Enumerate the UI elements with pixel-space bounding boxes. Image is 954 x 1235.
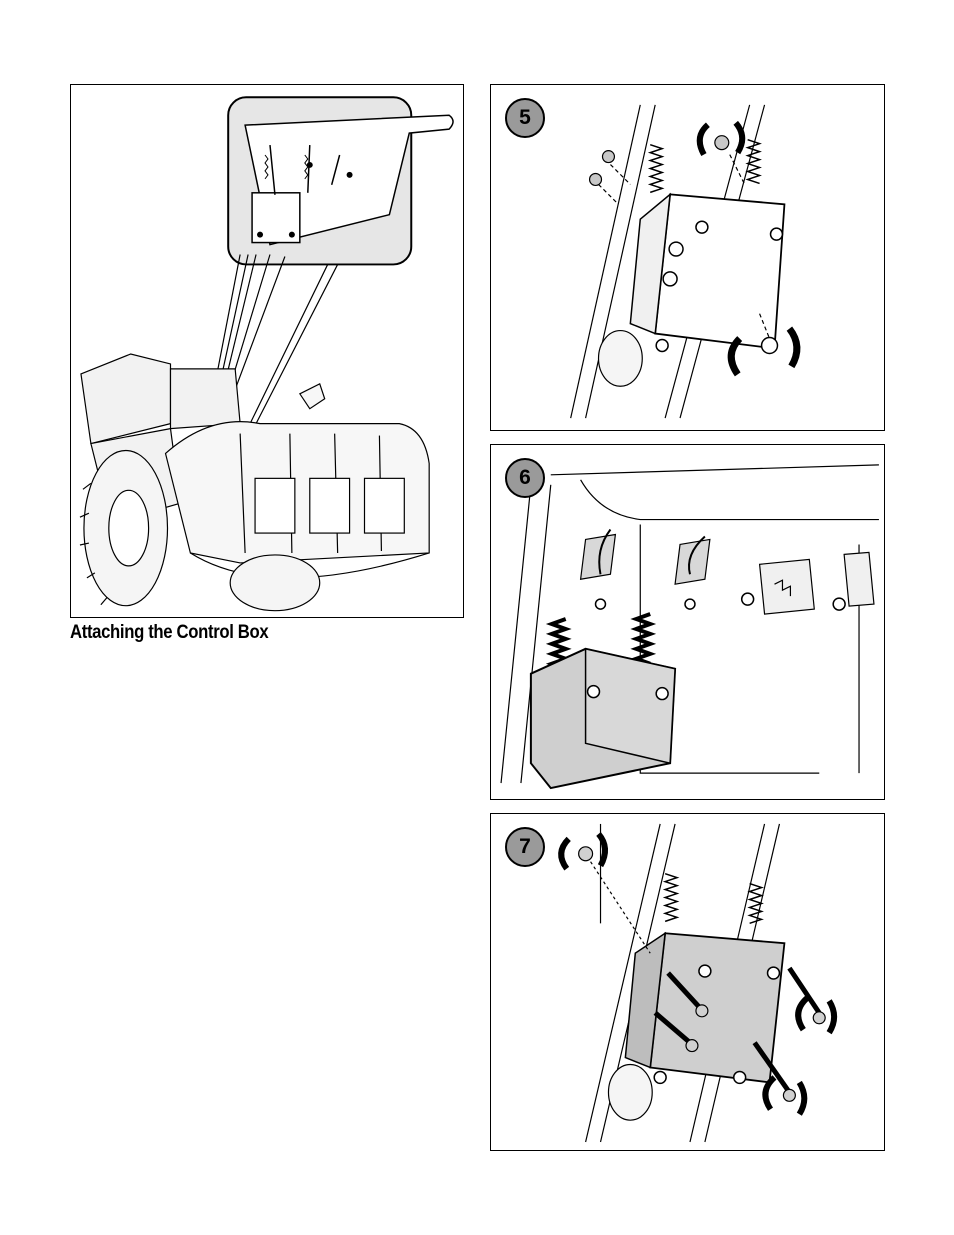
step-6-panel: 6 [490,444,885,800]
right-mechanism [760,552,874,614]
step-6-drawing [491,445,884,799]
tiller-drawing [71,85,463,617]
section-caption: Attaching the Control Box [70,622,268,644]
tiller-overview-illustration [70,84,464,618]
step-7-badge: 7 [505,827,545,867]
wheel [80,450,168,605]
step-6-badge: 6 [505,458,545,498]
step-5-drawing [491,85,884,430]
step-5-panel: 5 [490,84,885,431]
control-box [655,194,784,348]
bolts [590,136,729,186]
step-5-badge: 5 [505,98,545,138]
step-7-drawing [491,814,884,1150]
step-7-panel: 7 [490,813,885,1151]
inset-detail [228,97,453,264]
